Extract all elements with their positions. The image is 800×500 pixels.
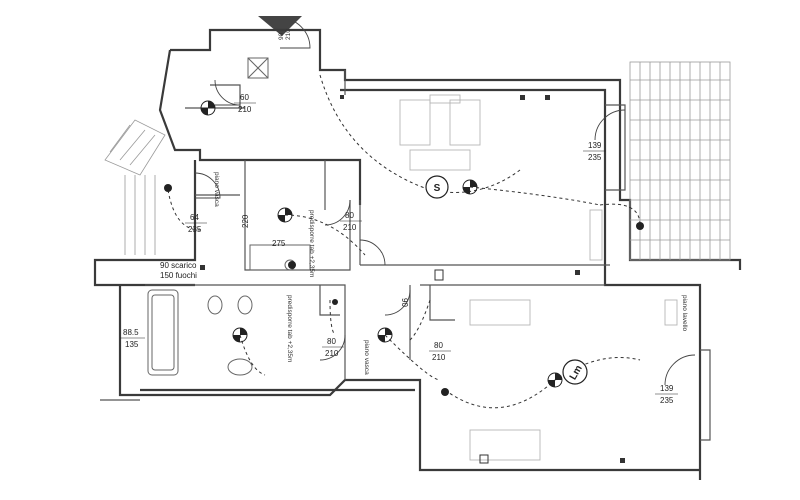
window-bath-height: 135 xyxy=(125,340,139,349)
door-1-width: 90 xyxy=(278,32,285,40)
electrical-circuits xyxy=(167,74,641,409)
terrace-hatching xyxy=(104,61,731,261)
bidet xyxy=(207,295,223,315)
wall-note-3: piano vasca xyxy=(363,340,370,375)
door-5-height: 235 xyxy=(588,153,602,162)
room-lm-symbol xyxy=(562,359,588,385)
kitchen-counter xyxy=(249,244,311,271)
door-2-height: 210 xyxy=(238,105,252,114)
door-6-width: 80 xyxy=(434,341,443,350)
door-9-height: 235 xyxy=(660,396,674,405)
wall-note-2: predisporre tab +2,35m xyxy=(286,295,293,362)
label-scarico: 90 scarico xyxy=(160,261,197,270)
dim-275: 275 xyxy=(272,239,286,248)
door-3-height: 235 xyxy=(188,225,202,234)
door-4-width: 80 xyxy=(345,211,354,220)
dim-90: 90 xyxy=(400,298,409,307)
door-swings xyxy=(194,17,696,386)
door-6-height: 210 xyxy=(432,353,446,362)
sink xyxy=(227,358,253,376)
door-7-height: 210 xyxy=(325,349,339,358)
lighting-points xyxy=(164,100,644,396)
entrance-arrow xyxy=(258,16,302,36)
walls xyxy=(93,28,742,480)
wall-note-4: piano lavello xyxy=(681,295,688,332)
door-4-height: 210 xyxy=(343,223,357,232)
toilet xyxy=(237,295,253,315)
window-bath-width: 88.5 xyxy=(123,328,139,337)
door-3-width: 64 xyxy=(190,213,199,222)
door-1-height: 210 xyxy=(285,29,292,40)
bathtub xyxy=(147,289,179,376)
outlets xyxy=(200,95,625,464)
door-7-width: 80 xyxy=(327,337,336,346)
wall-note-1: predisporre tab +2,35m xyxy=(308,210,315,277)
furniture xyxy=(399,94,678,461)
door-5-width: 139 xyxy=(588,141,602,150)
room-s-label: S xyxy=(434,183,441,194)
wall-note-5: piano vasca xyxy=(213,172,220,207)
door-2-width: 60 xyxy=(240,93,249,102)
label-fuochi: 150 fuochi xyxy=(160,271,197,280)
meter-box xyxy=(247,57,269,79)
room-s-symbol xyxy=(425,175,449,199)
door-dimension-labels: 90 210 60 210 64 235 80 210 139 235 80 2… xyxy=(120,29,678,405)
door-9-width: 139 xyxy=(660,384,674,393)
dim-220: 220 xyxy=(241,214,250,228)
bathroom-fixtures xyxy=(147,57,311,376)
